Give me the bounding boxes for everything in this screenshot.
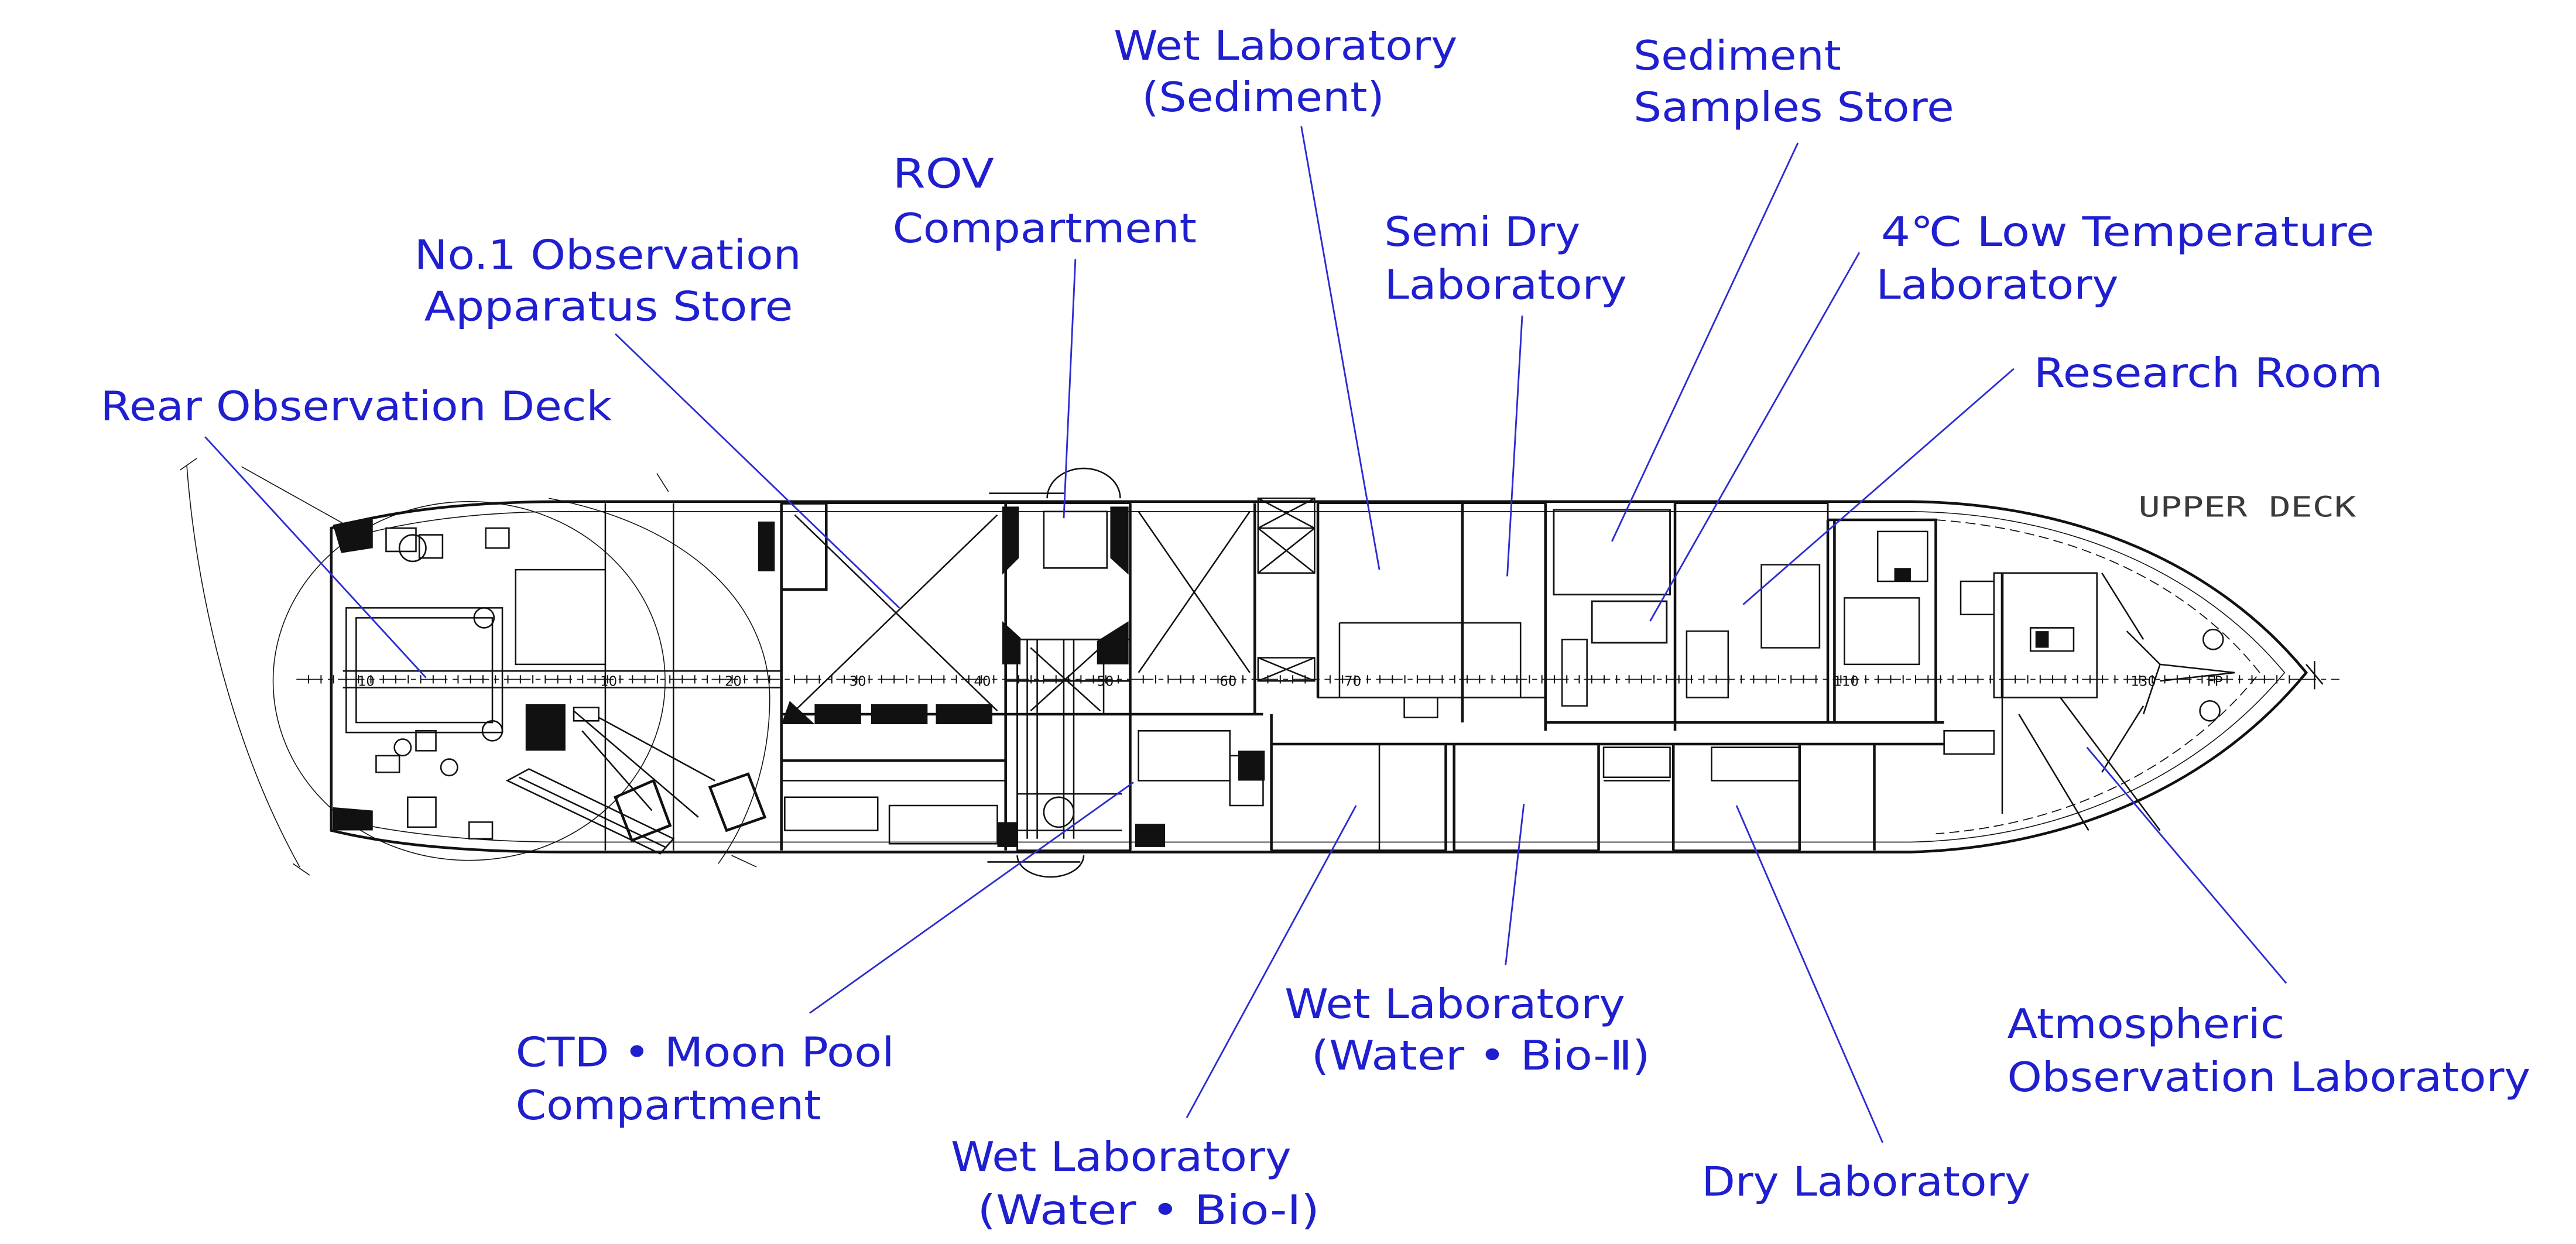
room-rov-compartment (1005, 502, 1131, 682)
label-text: (Water • Bio-Ⅰ) (977, 1187, 1319, 1234)
label-text: No.1 Observation (415, 232, 801, 279)
label-text: (Water • Bio-Ⅱ) (1311, 1032, 1650, 1079)
moon-pool-opening (1043, 796, 1075, 828)
label-text: Compartment (893, 205, 1197, 252)
anchor-windlass-icon (2202, 628, 2224, 650)
label-text: Laboratory (1876, 262, 2118, 309)
label-rov-compartment: ROV Compartment (893, 150, 1197, 519)
label-text: Dry Laboratory (1701, 1159, 2030, 1206)
leader-line (1506, 315, 1523, 577)
label-research-room: Research Room (1742, 349, 2383, 605)
frame-number: FP (2207, 674, 2223, 690)
leader-line (1505, 804, 1525, 965)
label-text: (Sediment) (1142, 74, 1384, 121)
label-sediment-samples-store: Sediment Samples Store (1611, 32, 1954, 542)
winch-drum-icon (398, 534, 427, 563)
label-text: Semi Dry (1385, 208, 1581, 256)
label-text: Laboratory (1385, 262, 1627, 309)
bollard-icon (393, 738, 412, 757)
crossed-hatch-areas (794, 497, 1316, 712)
label-text: ROV (893, 150, 994, 198)
room-ctd-moon-pool-compartment (1016, 638, 1131, 852)
leader-line (2086, 746, 2287, 984)
label-wet-laboratory-sediment: Wet Laboratory (Sediment) (1114, 22, 1457, 570)
leader-line (1649, 252, 1861, 622)
bow-inner-dashed-line (1936, 519, 2260, 835)
bollard-icon (473, 607, 495, 629)
label-text: CTD • Moon Pool (516, 1029, 895, 1076)
leader-line (1063, 259, 1077, 519)
label-text: Wet Laboratory (1114, 22, 1457, 70)
frame-number: 30 (849, 674, 866, 690)
bow-compartments (1943, 572, 2235, 773)
label-dry-laboratory: Dry Laboratory (1701, 805, 2030, 1206)
stern-fittings (393, 534, 503, 777)
label-wet-laboratory-water-bio-1: Wet Laboratory (Water • Bio-Ⅰ) (951, 805, 1357, 1234)
frame-number: 70 (1344, 674, 1361, 690)
moon-pool-tracks (1017, 639, 1122, 839)
rooms (780, 502, 1829, 852)
leader-line (614, 333, 900, 609)
room-dry-laboratory (1672, 743, 1801, 852)
atmospheric-lab-walls (2001, 697, 2161, 831)
label-text: Compartment (516, 1082, 821, 1129)
label-atmospheric-observation-laboratory: Atmospheric Observation Laboratory (2007, 746, 2530, 1101)
hull-outline (330, 500, 2308, 854)
rov-hatch-arcs (987, 467, 1121, 878)
frame-number: 110 (1834, 674, 1859, 690)
label-text: Apparatus Store (424, 283, 793, 331)
label-text: Atmospheric (2007, 1000, 2284, 1048)
room-sediment-samples-store (1553, 509, 1671, 596)
leader-line (1611, 142, 1799, 542)
label-text: Sediment (1633, 32, 1841, 80)
bollard-icon (440, 758, 458, 777)
ship-drawing: 10 10 20 30 40 50 60 70 110 130 FP (180, 458, 2339, 878)
room-semi-dry-laboratory (1461, 502, 1547, 699)
label-ctd-moon-pool-compartment: CTD • Moon Pool Compartment (516, 782, 1134, 1129)
frame-numbers: 10 10 20 30 40 50 60 70 110 130 FP (358, 674, 2223, 690)
label-text: Samples Store (1633, 84, 1954, 131)
deck-name: UPPER DECK (2139, 491, 2356, 523)
hull-inner-line (342, 511, 2286, 843)
labels: Rear Observation Deck No.1 Observation A… (100, 22, 2530, 1234)
frame-number: 40 (974, 674, 991, 690)
centerline-symbol (2306, 661, 2324, 690)
room-wet-laboratory-water-bio-1 (1270, 743, 1447, 852)
leader-line (809, 782, 1134, 1014)
label-text: 4℃ Low Temperature (1881, 208, 2375, 256)
label-no1-observation-apparatus-store: No.1 Observation Apparatus Store (415, 232, 900, 609)
label-text: Research Room (2034, 349, 2383, 397)
label-text: Rear Observation Deck (100, 383, 612, 430)
label-text: Wet Laboratory (951, 1133, 1292, 1181)
label-rear-observation-deck: Rear Observation Deck (100, 383, 612, 678)
label-wet-laboratory-water-bio-2: Wet Laboratory (Water • Bio-Ⅱ) (1284, 804, 1650, 1079)
stern-equipment (375, 503, 715, 855)
gantry-swing-circle (272, 501, 666, 861)
frame-number: 60 (1220, 674, 1236, 690)
label-semi-dry-laboratory: Semi Dry Laboratory (1385, 208, 1627, 577)
leader-line (1742, 368, 2015, 605)
label-low-temperature-laboratory: 4℃ Low Temperature Laboratory (1649, 208, 2375, 622)
room-low-temperature-laboratory (1591, 600, 1668, 644)
frame-number: 50 (1097, 674, 1114, 690)
room-research-room (1674, 502, 1829, 724)
label-text: Observation Laboratory (2007, 1054, 2530, 1101)
bollard-icon (481, 720, 503, 742)
anchor-windlass-icon (2199, 700, 2221, 722)
leader-line (204, 436, 427, 678)
leader-line (1735, 805, 1883, 1143)
leader-line (1300, 126, 1381, 570)
stern-cargo-frames (614, 772, 767, 842)
stern-swing-arcs (180, 458, 770, 876)
leader-line (1186, 805, 1357, 1119)
label-text: Wet Laboratory (1284, 981, 1625, 1028)
room-wet-laboratory-water-bio-2 (1453, 743, 1599, 852)
